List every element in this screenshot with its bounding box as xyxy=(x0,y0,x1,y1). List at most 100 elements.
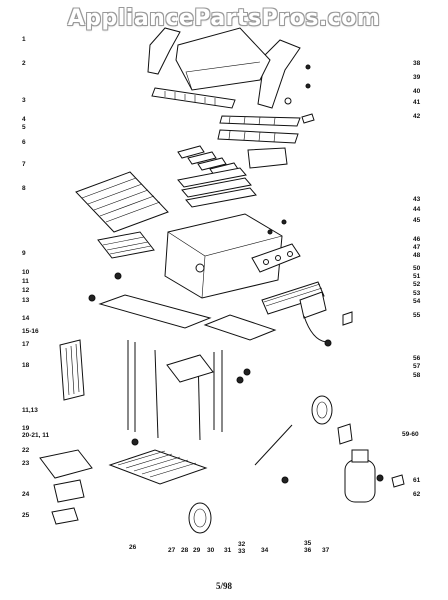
callout-52: 52 xyxy=(413,281,421,288)
wheel-rear-hub xyxy=(316,401,328,419)
callout-13: 13 xyxy=(22,297,30,304)
thermometer-42 xyxy=(301,113,315,124)
cookbox-drain-hole xyxy=(195,263,205,273)
callout-7: 7 xyxy=(22,161,26,168)
callout-1: 1 xyxy=(22,36,26,43)
handle-slots xyxy=(164,91,216,105)
hardware-57 xyxy=(243,368,251,376)
hardware-screw-40 xyxy=(305,83,311,89)
wheel-front-hub xyxy=(193,508,207,528)
burner-tubes xyxy=(261,281,325,315)
cookbox xyxy=(164,213,283,299)
callout-61: 61 xyxy=(413,477,421,484)
callout-54: 54 xyxy=(413,298,421,305)
hardware-61 xyxy=(376,474,384,482)
warming-rack-lower xyxy=(217,129,299,144)
hardware-45 xyxy=(281,219,287,225)
manifold-bracket xyxy=(299,291,327,319)
bottom-shelf-slats xyxy=(117,450,197,478)
grill-lid xyxy=(175,27,271,91)
callout-33: 33 xyxy=(238,548,246,555)
hardware-washer-41 xyxy=(284,97,292,105)
callout-2: 2 xyxy=(22,60,26,67)
callout-53: 53 xyxy=(413,290,421,297)
callout-24: 24 xyxy=(22,491,30,498)
callout-59-60: 59-60 xyxy=(402,431,419,438)
callout-15-16: 15-16 xyxy=(22,328,39,335)
callout-43: 43 xyxy=(413,196,421,203)
control-knob-3 xyxy=(287,251,293,257)
cookbox-edges xyxy=(167,231,283,299)
lid-end-cap-right xyxy=(257,39,301,109)
callout-32: 32 xyxy=(238,541,246,548)
tank-scale-clip xyxy=(391,474,405,488)
callout-39: 39 xyxy=(413,74,421,81)
callout-12: 12 xyxy=(22,287,30,294)
callout-48: 48 xyxy=(413,252,421,259)
wheel-rear xyxy=(311,395,333,425)
callout-34: 34 xyxy=(261,547,269,554)
callout-9: 9 xyxy=(22,250,26,257)
callout-56: 56 xyxy=(413,355,421,362)
callout-57: 57 xyxy=(413,363,421,370)
axle xyxy=(254,424,293,466)
callout-58: 58 xyxy=(413,372,421,379)
control-knob-2 xyxy=(275,255,281,261)
frame-top-left xyxy=(98,294,212,329)
cooking-grate-wires xyxy=(81,177,161,223)
callout-36: 36 xyxy=(304,547,312,554)
cart-legs xyxy=(127,340,223,441)
callout-35: 35 xyxy=(304,540,312,547)
igniter-button xyxy=(324,339,332,347)
tank-scale-bracket xyxy=(337,423,353,445)
flavorizer-bars-lower xyxy=(177,167,257,208)
grease-catch-pan xyxy=(39,449,93,479)
callout-40: 40 xyxy=(413,88,421,95)
hardware-10 xyxy=(114,272,122,280)
callout-28: 28 xyxy=(181,547,189,554)
callout-11-13: 11,13 xyxy=(22,407,38,414)
callout-11: 11 xyxy=(22,278,29,285)
grease-tray-rack xyxy=(166,354,214,383)
callout-50: 50 xyxy=(413,265,421,272)
callout-23: 23 xyxy=(22,460,30,467)
hardware-nut xyxy=(281,476,289,484)
tank-collar xyxy=(351,449,369,463)
callout-38: 38 xyxy=(413,60,421,67)
callout-62: 62 xyxy=(413,491,421,498)
wheel-front xyxy=(188,502,212,534)
callout-5: 5 xyxy=(22,124,26,131)
callout-51: 51 xyxy=(413,273,421,280)
callout-30: 30 xyxy=(207,547,215,554)
lid-handle xyxy=(151,87,236,109)
callout-10: 10 xyxy=(22,269,30,276)
callout-6: 6 xyxy=(22,139,26,146)
callout-45: 45 xyxy=(413,217,421,224)
cooking-grate xyxy=(75,171,169,233)
warming-rack-upper xyxy=(219,115,301,127)
side-panel-slats xyxy=(59,339,85,401)
callout-41: 41 xyxy=(413,99,421,106)
callout-44: 44 xyxy=(413,206,421,213)
callout-27: 27 xyxy=(168,547,176,554)
callout-22: 22 xyxy=(22,447,30,454)
callout-31: 31 xyxy=(224,547,232,554)
callout-14: 14 xyxy=(22,315,30,322)
hardware-44 xyxy=(267,229,273,235)
side-rack-wires xyxy=(102,236,152,255)
catch-pan-holder xyxy=(53,479,85,503)
callout-18: 18 xyxy=(22,362,30,369)
callout-42: 42 xyxy=(413,113,421,120)
drip-pan xyxy=(51,507,79,525)
hardware-screw-39 xyxy=(305,64,311,70)
igniter-wire xyxy=(303,315,327,343)
propane-tank xyxy=(344,459,376,503)
callout-8: 8 xyxy=(22,185,26,192)
burner-tube-lines xyxy=(263,283,323,307)
callout-37: 37 xyxy=(322,547,330,554)
callout-47: 47 xyxy=(413,244,421,251)
callout-55: 55 xyxy=(413,312,421,319)
hardware-58 xyxy=(236,376,244,384)
page-date-footer: 5/98 xyxy=(215,581,232,591)
